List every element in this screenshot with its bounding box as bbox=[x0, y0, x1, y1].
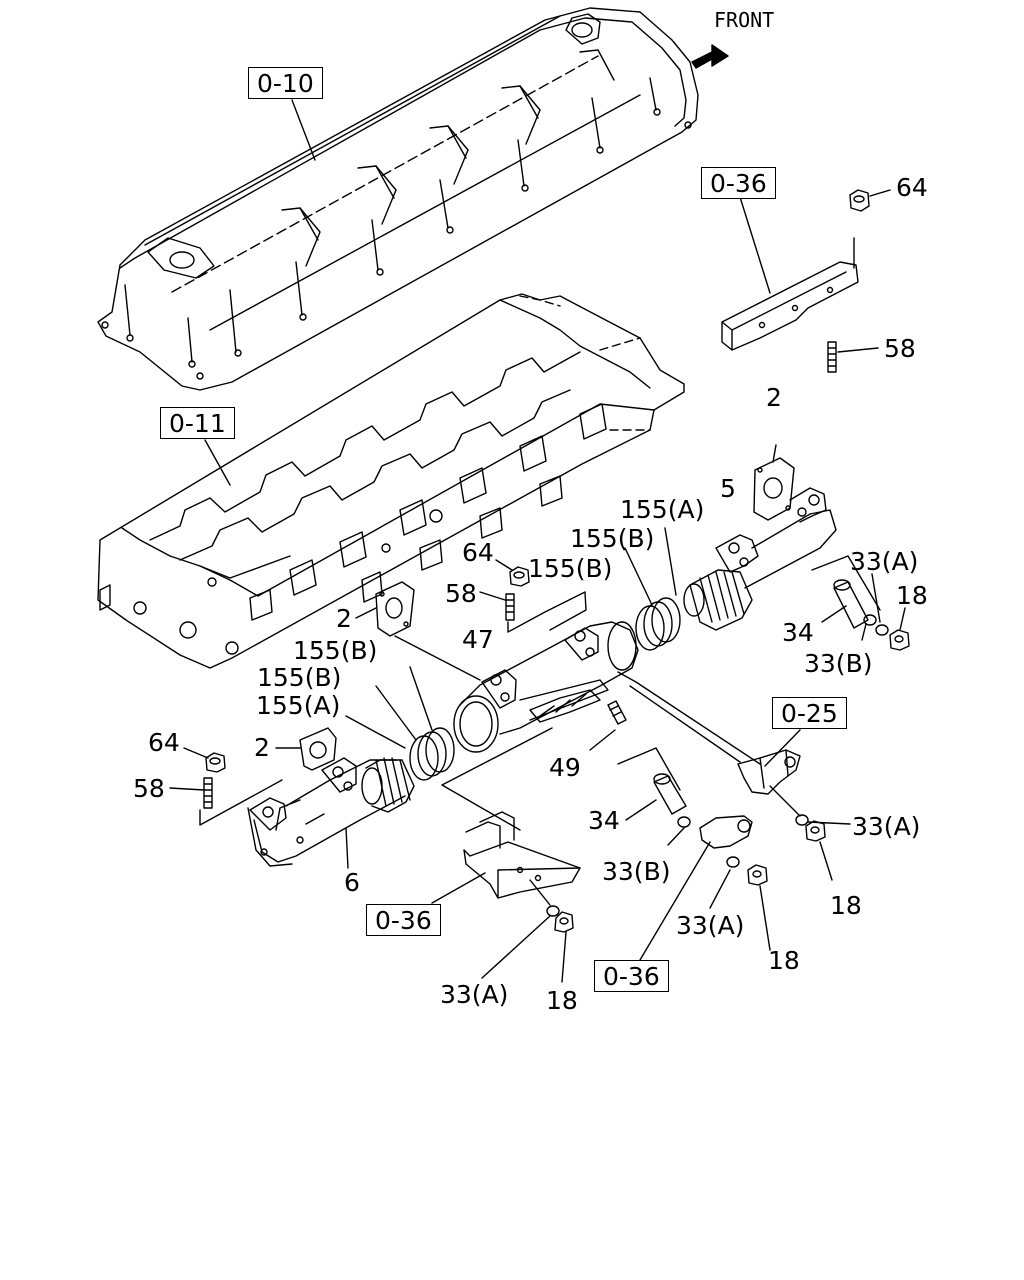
seal-rings-155-left bbox=[345, 666, 455, 781]
callout-18-bottom: 18 bbox=[546, 986, 578, 1015]
callout-5: 5 bbox=[720, 474, 736, 503]
leader-0-36-mid bbox=[431, 872, 486, 904]
upper-bracket bbox=[721, 237, 859, 351]
callout-155b-left: 155(B) bbox=[293, 636, 378, 665]
callout-18-br: 18 bbox=[830, 891, 862, 920]
callout-33a-br: 33(A) bbox=[852, 812, 921, 841]
callout-155b-mid: 155(B) bbox=[528, 554, 613, 583]
callout-33a-right: 33(A) bbox=[850, 547, 919, 576]
stud-58-left bbox=[169, 777, 283, 826]
callout-34-right: 34 bbox=[782, 618, 814, 647]
callout-2-left: 2 bbox=[254, 733, 270, 762]
washer-nut-right bbox=[861, 573, 910, 651]
callout-33b-right: 33(B) bbox=[804, 649, 873, 678]
callout-155b-left-2: 155(B) bbox=[257, 663, 342, 692]
callout-64-left: 64 bbox=[148, 728, 180, 757]
stud-58-mid bbox=[479, 591, 587, 633]
washer-nut-mid bbox=[481, 905, 574, 983]
callout-18-mid: 18 bbox=[768, 946, 800, 975]
leader-0-25 bbox=[764, 729, 801, 767]
callout-58-top: 58 bbox=[884, 334, 916, 363]
callout-2-top: 2 bbox=[766, 383, 782, 412]
callout-33b-mid: 33(B) bbox=[602, 857, 671, 886]
nut-64-mid bbox=[495, 559, 530, 587]
gasket-2-mid bbox=[355, 581, 481, 681]
ref-box-0-10[interactable]: 0-10 bbox=[248, 67, 323, 99]
bracket-0-25 bbox=[629, 685, 801, 795]
stud-58-top bbox=[827, 341, 879, 373]
seal-rings-155-top bbox=[624, 527, 681, 651]
callout-18-right: 18 bbox=[896, 581, 928, 610]
callout-49: 49 bbox=[549, 753, 581, 782]
leader-0-36-bottom bbox=[639, 841, 711, 961]
callout-34-mid: 34 bbox=[588, 806, 620, 835]
ref-box-0-25[interactable]: 0-25 bbox=[772, 697, 847, 729]
leader-0-36-top bbox=[739, 196, 771, 294]
callout-33a-mid: 33(A) bbox=[676, 911, 745, 940]
callout-6: 6 bbox=[344, 868, 360, 897]
leader-0-11 bbox=[204, 439, 231, 486]
manifold-front-section bbox=[247, 757, 415, 869]
callout-155b-top: 155(B) bbox=[570, 524, 655, 553]
callout-155a-top: 155(A) bbox=[620, 495, 705, 524]
callout-2-mid: 2 bbox=[336, 604, 352, 633]
washer-nut-br bbox=[769, 785, 851, 881]
gasket-2-left bbox=[275, 727, 337, 771]
manifold-rear-section bbox=[683, 444, 837, 631]
ref-box-0-36-bottom[interactable]: 0-36 bbox=[594, 960, 669, 992]
ref-box-0-36-mid[interactable]: 0-36 bbox=[366, 904, 441, 936]
callout-64-mid: 64 bbox=[462, 538, 494, 567]
nut-64-left bbox=[183, 747, 226, 773]
callout-47: 47 bbox=[462, 625, 494, 654]
spacer-34-right bbox=[811, 555, 881, 629]
front-arrow-icon bbox=[691, 44, 729, 69]
cylinder-head bbox=[97, 293, 685, 669]
manifold-middle-section bbox=[453, 621, 639, 753]
ref-box-0-36-top[interactable]: 0-36 bbox=[701, 167, 776, 199]
front-label: FRONT bbox=[714, 8, 775, 32]
callout-58-mid: 58 bbox=[445, 579, 477, 608]
callout-58-left: 58 bbox=[133, 774, 165, 803]
callout-155a-left: 155(A) bbox=[256, 691, 341, 720]
cylinder-head-cover bbox=[97, 7, 699, 391]
callout-33a-bottom: 33(A) bbox=[440, 980, 509, 1009]
lower-bracket-mid bbox=[441, 727, 581, 906]
spacer-34-mid bbox=[617, 747, 691, 846]
nut-64-top bbox=[849, 189, 891, 212]
lower-bracket-right bbox=[699, 815, 771, 951]
leader-0-10 bbox=[291, 99, 316, 161]
ref-box-0-11[interactable]: 0-11 bbox=[160, 407, 235, 439]
stud-49 bbox=[589, 671, 761, 765]
callout-64-top: 64 bbox=[896, 173, 928, 202]
